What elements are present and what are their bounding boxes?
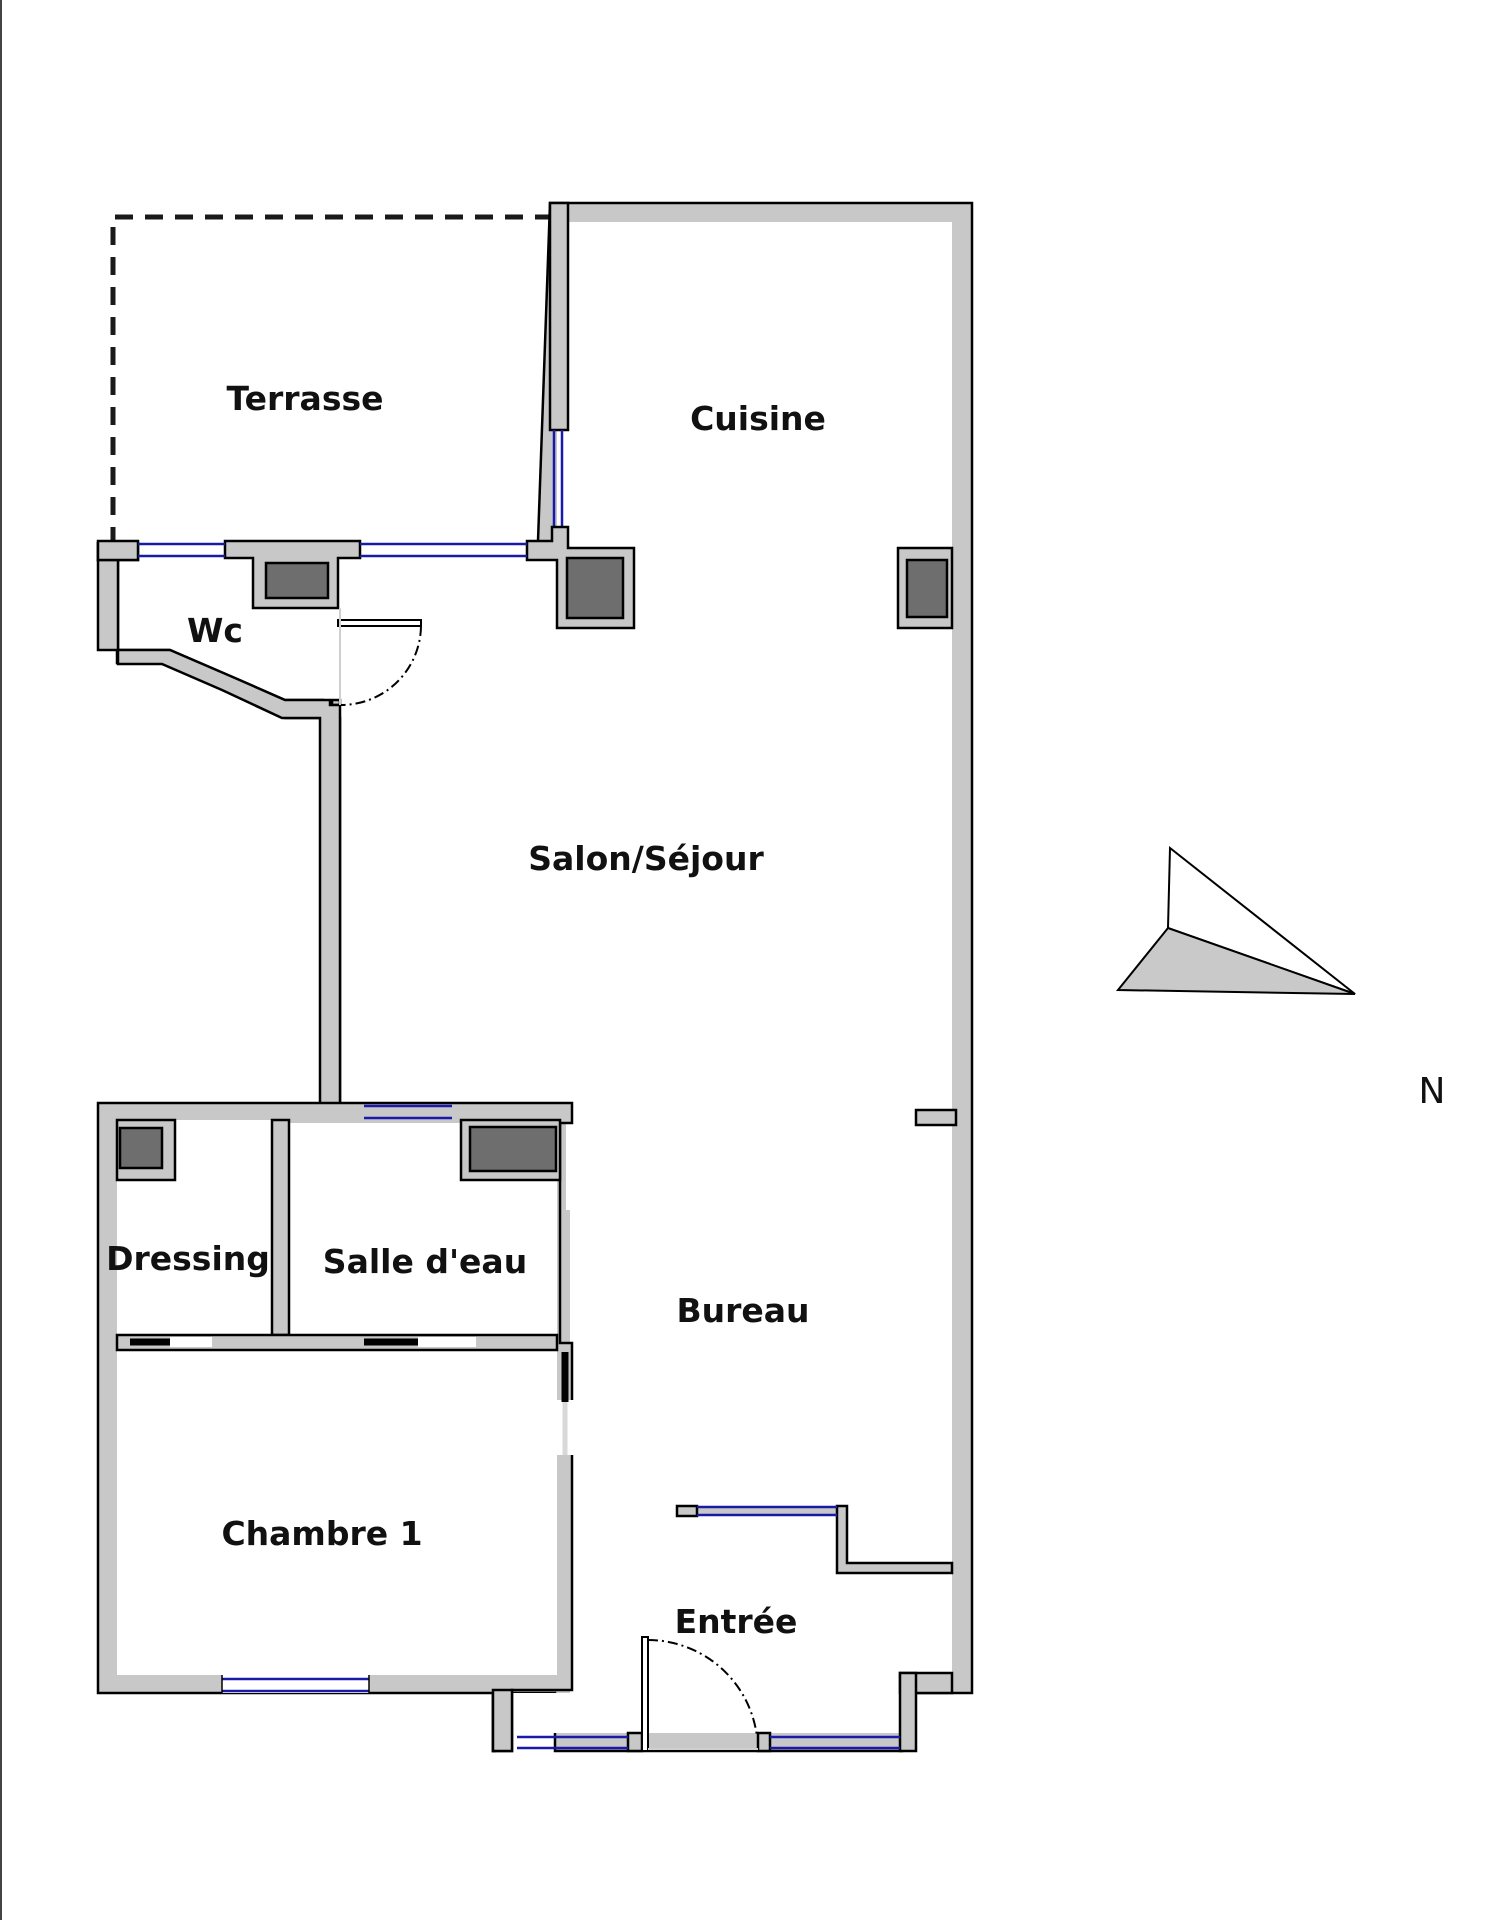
north-arrow-dark-half [1115,926,1356,995]
wc-lower-wall [96,558,342,1112]
entry-partition [835,1504,954,1575]
entry-door-jamb-left [626,1731,644,1753]
label-wc: Wc [187,611,243,650]
label-entree: Entrée [675,1602,798,1641]
label-bureau: Bureau [676,1291,809,1330]
entry-door-jamb-right [756,1731,772,1753]
chambre-interior [117,1350,557,1675]
east-duct [905,558,949,619]
dressing-door-gap [170,1337,212,1347]
label-cuisine: Cuisine [690,399,826,438]
kitchen-duct-left [565,556,625,620]
wc-duct [264,561,330,600]
entry-east-stub-2 [898,1671,918,1753]
bureau-notch [914,1108,958,1127]
salle-eau-door-gap [418,1337,476,1347]
wc-door-leaf [337,619,422,627]
label-salle-eau: Salle d'eau [323,1242,527,1281]
wc-north-wall-a [96,539,140,562]
salle-eau-duct [468,1125,558,1173]
label-terrasse: Terrasse [227,379,384,418]
label-salon: Salon/Séjour [528,839,764,878]
label-dressing: Dressing [106,1239,270,1278]
dressing-divider [270,1118,291,1337]
north-label: N [1419,1071,1446,1112]
north-arrow-icon [1115,845,1356,995]
salle-eau-interior [289,1123,557,1335]
entry-door-swing [647,1639,758,1738]
main-room-interior [340,222,952,1733]
wc-door-swing [340,625,422,706]
dressing-duct [118,1126,164,1170]
kitchen-west-wall [548,201,570,432]
entry-door-leaf [641,1636,649,1752]
entry-window-jamb [675,1504,699,1518]
entry-west-stub [491,1688,514,1753]
label-chambre: Chambre 1 [221,1514,422,1553]
